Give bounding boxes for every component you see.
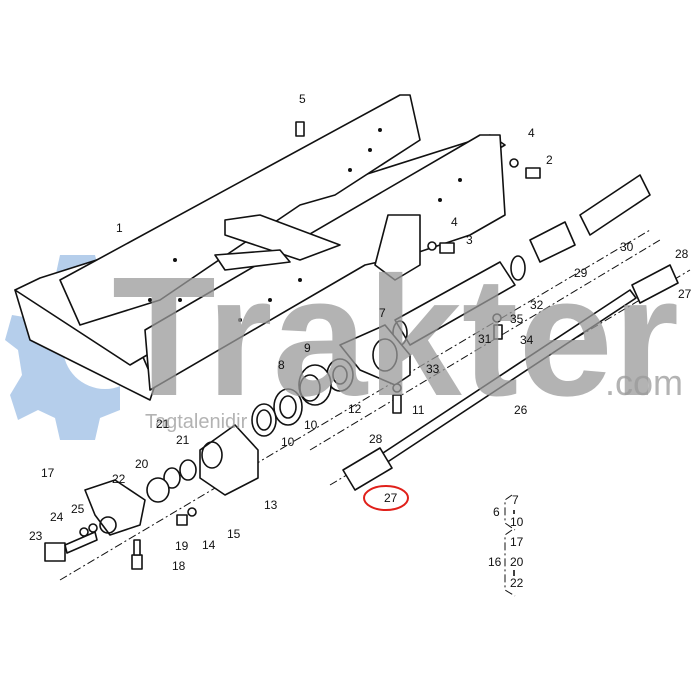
frame-assembly xyxy=(14,94,506,401)
callout-28: 28 xyxy=(369,432,383,446)
callout-10: 10 xyxy=(281,435,295,449)
legend-bracket-6 xyxy=(504,494,516,531)
tube xyxy=(394,261,516,346)
callout-14: 14 xyxy=(202,538,216,552)
legend-6-to: 10 xyxy=(510,515,524,529)
callout-25: 25 xyxy=(71,502,85,516)
legend-bracket-16 xyxy=(504,529,516,597)
shaft xyxy=(342,264,679,491)
callout-32: 32 xyxy=(530,298,544,312)
callout-5: 5 xyxy=(299,92,306,106)
legend-16: 16 xyxy=(488,555,502,569)
callout-12: 12 xyxy=(348,402,362,416)
callout-8: 8 xyxy=(278,358,285,372)
callout-33: 33 xyxy=(426,362,440,376)
callout-31: 31 xyxy=(478,332,492,346)
legend-6-from: 7 xyxy=(512,493,519,507)
watermark-brand: Trakter xyxy=(112,242,679,432)
callout-4: 4 xyxy=(451,215,458,229)
watermark-suffix: .com xyxy=(605,362,683,403)
watermark-tagline: Tagtalenidir xyxy=(145,411,248,433)
callout-15: 15 xyxy=(227,527,241,541)
callout-17: 17 xyxy=(41,466,55,480)
callout-1: 1 xyxy=(116,221,123,235)
callout-2: 2 xyxy=(546,153,553,167)
legend: 6 7 10 16 17 20 22 xyxy=(488,493,524,590)
arm xyxy=(84,479,146,536)
callout-19: 19 xyxy=(175,539,189,553)
callout-11: 11 xyxy=(412,403,425,417)
callout-35: 35 xyxy=(510,312,524,326)
legend-6: 6 xyxy=(493,505,500,519)
callout-29: 29 xyxy=(574,266,588,280)
callout-4: 4 xyxy=(528,126,535,140)
callout-10: 10 xyxy=(304,418,318,432)
callout-23: 23 xyxy=(29,529,43,543)
legend-16-to: 22 xyxy=(510,576,524,590)
callout-labels: 1234457891010111213141517181920212122232… xyxy=(29,92,692,573)
callout-9: 9 xyxy=(304,341,311,355)
highlight-ring xyxy=(363,485,409,511)
callout-7: 7 xyxy=(379,306,386,320)
callout-22: 22 xyxy=(112,472,126,486)
callout-28: 28 xyxy=(675,247,689,261)
callout-27: 27 xyxy=(678,287,692,301)
legend-16-mid: 20 xyxy=(510,555,524,569)
callout-3: 3 xyxy=(466,233,473,247)
flange xyxy=(199,424,259,496)
callout-18: 18 xyxy=(172,559,186,573)
callout-34: 34 xyxy=(520,333,534,347)
callout-21: 21 xyxy=(176,433,190,447)
callout-30: 30 xyxy=(620,240,634,254)
callout-26: 26 xyxy=(514,403,528,417)
legend-16-from: 17 xyxy=(510,535,524,549)
callout-27: 27 xyxy=(384,491,398,505)
callout-21: 21 xyxy=(156,417,170,431)
bearing-block xyxy=(339,324,411,386)
callout-24: 24 xyxy=(50,510,64,524)
callout-13: 13 xyxy=(264,498,278,512)
callout-20: 20 xyxy=(135,457,149,471)
